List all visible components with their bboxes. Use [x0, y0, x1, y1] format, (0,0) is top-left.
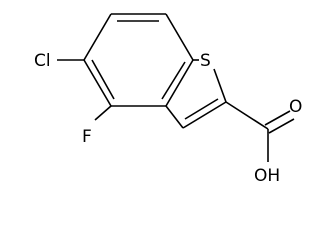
bond-c3-c3a	[165, 105, 184, 129]
atom-sulfur-label: S	[200, 51, 211, 71]
bond-benzene-fusion-inner	[161, 61, 186, 100]
bond-benzene-top-right	[165, 13, 194, 61]
bond-carbonyl-b	[268, 118, 295, 134]
bond-c2-carboxyl	[225, 101, 269, 130]
bond-c2-c3	[182, 101, 227, 129]
atom-fluorine-label: F	[82, 127, 92, 147]
bond-benzene-fusion	[165, 59, 194, 107]
bond-benzene-bottom-left	[83, 59, 112, 107]
bond-benzene-left-inner	[91, 59, 115, 100]
atom-carbonyl-oxygen-label: O	[289, 97, 302, 117]
bond-sulfur-c2	[213, 68, 227, 103]
atom-hydroxyl-label: OH	[254, 166, 280, 186]
bond-benzene-top-left	[83, 13, 112, 61]
molecule-structure: Cl F S O OH	[34, 13, 302, 186]
bond-carbonyl-a	[264, 110, 291, 126]
bond-c4-fluorine	[94, 105, 112, 121]
bond-c2-c3-inner	[184, 98, 219, 120]
atom-chlorine-label: Cl	[34, 51, 51, 71]
